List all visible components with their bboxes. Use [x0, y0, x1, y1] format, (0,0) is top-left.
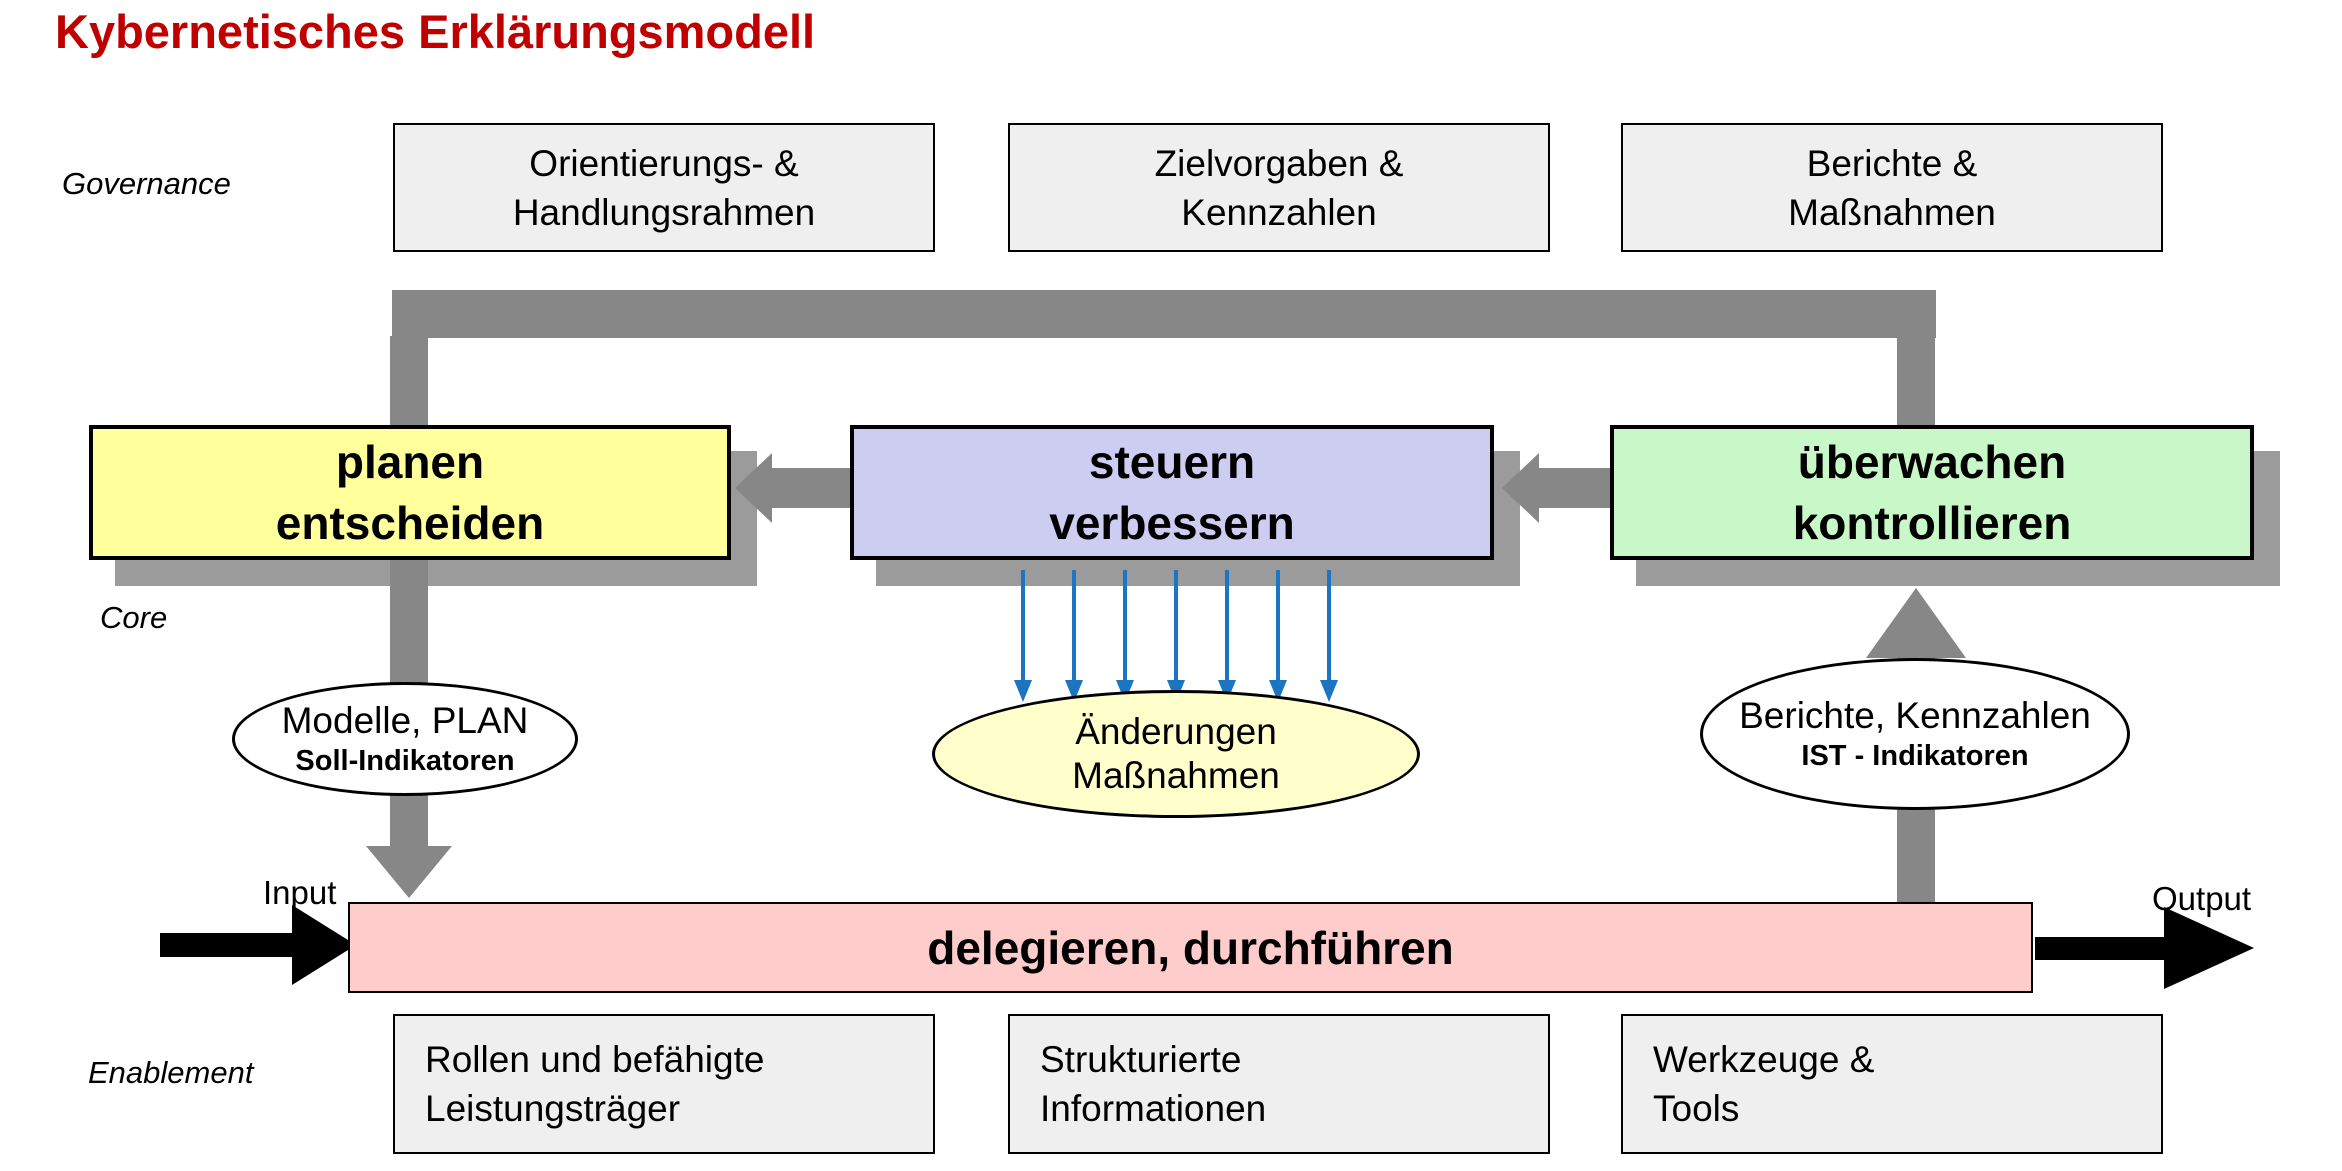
ellipse-label-line: Soll-Indikatoren	[295, 745, 515, 777]
box-label-line: Zielvorgaben &	[1154, 142, 1404, 184]
input-arrowhead-icon	[292, 905, 356, 985]
output-label: Output	[2152, 880, 2252, 917]
blue-arrowhead-icon	[1014, 680, 1032, 702]
ellipse-label-line: Maßnahmen	[1072, 755, 1280, 796]
ueberwachen-to-steuern-arrow-tail	[1538, 468, 1612, 508]
box-label-line: steuern	[1088, 435, 1256, 488]
lane-label-governance: Governance	[62, 166, 231, 201]
ellipse-modelle-plan: Modelle, PLAN Soll-Indikatoren	[232, 682, 578, 796]
governance-box-orientierung: Orientierungs- & Handlungsrahmen	[393, 123, 935, 252]
box-label-line: entscheiden	[275, 496, 545, 549]
box-label-line: Rollen und befähigte	[425, 1039, 765, 1080]
blue-arrowhead-icon	[1320, 680, 1338, 702]
box-label-line: Informationen	[1040, 1088, 1267, 1129]
core-box-ueberwachen: überwachen kontrollieren	[1610, 425, 2254, 560]
box-label-line: Leistungsträger	[425, 1088, 681, 1129]
process-bar-label: delegieren, durchführen	[927, 921, 1454, 974]
input-arrow-tail	[160, 933, 296, 957]
output-arrowhead-icon	[2164, 907, 2254, 989]
box-label-line: Werkzeuge &	[1653, 1039, 1875, 1080]
output-arrow-tail	[2035, 937, 2168, 960]
feedback-loop-left-bar	[390, 336, 428, 427]
box-label-line: Handlungsrahmen	[512, 191, 816, 233]
ellipse-berichte-kennzahlen: Berichte, Kennzahlen IST - Indikatoren	[1700, 658, 2130, 810]
ellipse-label-line: Änderungen	[1075, 711, 1277, 752]
plan-down-arrowhead-icon	[366, 846, 452, 898]
input-label: Input	[263, 874, 337, 911]
governance-box-berichte: Berichte & Maßnahmen	[1621, 123, 2163, 252]
core-box-steuern: steuern verbessern	[850, 425, 1494, 560]
blue-arrow-line	[1225, 570, 1229, 682]
ellipse-label-line: IST - Indikatoren	[1801, 740, 2029, 772]
steuern-to-planen-arrowhead-icon	[735, 453, 772, 523]
blue-arrow-line	[1276, 570, 1280, 682]
lane-label-enablement: Enablement	[88, 1055, 254, 1090]
enablement-box-informationen: Strukturierte Informationen	[1008, 1014, 1550, 1154]
box-label-line: Kennzahlen	[1181, 191, 1377, 233]
blue-arrow-line	[1123, 570, 1127, 682]
governance-box-zielvorgaben: Zielvorgaben & Kennzahlen	[1008, 123, 1550, 252]
process-bar-delegieren: delegieren, durchführen	[348, 902, 2033, 993]
box-label-line: überwachen	[1797, 435, 2067, 488]
steuern-to-planen-arrow-tail	[770, 468, 852, 508]
page-title: Kybernetisches Erklärungsmodell	[55, 5, 816, 58]
blue-arrow-line	[1327, 570, 1331, 682]
feedback-loop-right-bar	[1897, 336, 1935, 427]
blue-arrow-line	[1072, 570, 1076, 682]
ellipse-label-line: Berichte, Kennzahlen	[1739, 695, 2091, 736]
ellipse-aenderungen: Änderungen Maßnahmen	[932, 690, 1420, 818]
ellipse-label-line: Modelle, PLAN	[281, 700, 529, 741]
feedback-loop-top-bar	[392, 290, 1936, 338]
report-up-arrowhead-icon	[1866, 588, 1966, 658]
blue-arrow-line	[1174, 570, 1178, 682]
lane-label-core: Core	[100, 600, 168, 635]
enablement-box-rollen: Rollen und befähigte Leistungsträger	[393, 1014, 935, 1154]
box-label-line: Maßnahmen	[1788, 191, 1996, 233]
box-label-line: Strukturierte	[1040, 1039, 1242, 1080]
box-label-line: kontrollieren	[1792, 496, 2072, 549]
core-box-planen: planen entscheiden	[89, 425, 731, 560]
box-label-line: Berichte &	[1806, 142, 1978, 184]
enablement-box-werkzeuge: Werkzeuge & Tools	[1621, 1014, 2163, 1154]
box-label-line: planen	[335, 435, 485, 488]
ueberwachen-to-steuern-arrowhead-icon	[1502, 453, 1539, 523]
box-label-line: Tools	[1653, 1088, 1740, 1129]
box-label-line: verbessern	[1049, 496, 1295, 549]
box-label-line: Orientierungs- &	[529, 142, 799, 184]
blue-arrow-line	[1021, 570, 1025, 682]
